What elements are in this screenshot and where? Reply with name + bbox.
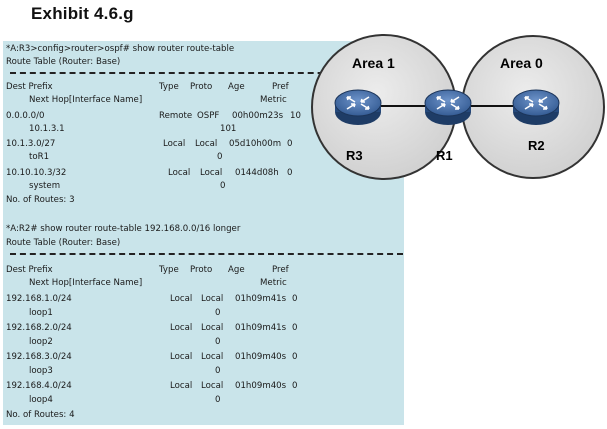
terminal-output-panel: *A:R3>config>router>ospf# show router ro… [3, 41, 404, 425]
command-prompt: *A:R3>config>router>ospf# show router ro… [6, 44, 235, 54]
command-prompt: *A:R2# show router route-table 192.168.0… [6, 224, 241, 234]
route-proto: Local [201, 381, 224, 391]
route-pref: 0 [292, 323, 298, 333]
route-pref: 0 [292, 294, 298, 304]
route-next-hop: loop1 [29, 308, 53, 318]
route-metric: 0 [217, 152, 223, 162]
route-table-title: Route Table (Router: Base) [6, 57, 121, 67]
route-type: Local [170, 352, 193, 362]
header-dest-prefix: Dest Prefix [6, 82, 53, 92]
route-next-hop: system [29, 181, 61, 191]
header-type: Type [159, 265, 179, 275]
route-age: 00h00m23s [232, 111, 284, 121]
route-type: Local [170, 381, 193, 391]
route-next-hop: loop2 [29, 337, 53, 347]
route-type: Remote [159, 111, 193, 121]
route-prefix: 192.168.2.0/24 [6, 323, 72, 333]
route-pref: 0 [292, 381, 298, 391]
route-age: 01h09m40s [235, 381, 287, 391]
route-proto: Local [200, 168, 223, 178]
route-age: 05d10h00m [229, 139, 282, 149]
header-pref: Pref [272, 82, 289, 92]
route-table-title: Route Table (Router: Base) [6, 238, 121, 248]
header-next-hop: Next Hop[Interface Name] [29, 95, 143, 105]
header-next-hop: Next Hop[Interface Name] [29, 278, 143, 288]
route-next-hop: 10.1.3.1 [29, 124, 65, 134]
route-metric: 0 [215, 308, 221, 318]
router-r1-icon [424, 89, 472, 125]
header-proto: Proto [190, 82, 213, 92]
route-prefix: 192.168.1.0/24 [6, 294, 72, 304]
area-0-label: Area 0 [500, 55, 543, 71]
route-age: 01h09m41s [235, 323, 287, 333]
route-pref: 0 [287, 168, 293, 178]
route-type: Local [163, 139, 186, 149]
route-pref: 0 [287, 139, 293, 149]
header-proto: Proto [190, 265, 213, 275]
route-pref: 0 [292, 352, 298, 362]
route-prefix: 10.1.3.0/27 [6, 139, 56, 149]
route-metric: 0 [215, 395, 221, 405]
route-metric: 0 [215, 366, 221, 376]
route-proto: Local [195, 139, 218, 149]
header-dest-prefix: Dest Prefix [6, 265, 53, 275]
route-count: No. of Routes: 4 [6, 410, 75, 420]
route-next-hop: toR1 [29, 152, 50, 162]
route-prefix: 192.168.4.0/24 [6, 381, 72, 391]
route-prefix: 192.168.3.0/24 [6, 352, 72, 362]
route-count: No. of Routes: 3 [6, 195, 75, 205]
route-type: Local [170, 323, 193, 333]
route-type: Local [168, 168, 191, 178]
route-proto: Local [201, 323, 224, 333]
header-age: Age [228, 82, 245, 92]
route-proto: Local [201, 352, 224, 362]
route-age: 0144d08h [235, 168, 279, 178]
route-next-hop: loop4 [29, 395, 53, 405]
route-prefix: 0.0.0.0/0 [6, 111, 45, 121]
router-r1-label: R1 [436, 148, 453, 163]
route-proto: Local [201, 294, 224, 304]
separator-line [10, 253, 403, 255]
router-r2-icon [512, 89, 560, 125]
header-pref: Pref [272, 265, 289, 275]
separator-line [10, 72, 403, 74]
area-0-region [461, 35, 605, 179]
header-metric: Metric [260, 278, 287, 288]
route-age: 01h09m40s [235, 352, 287, 362]
route-pref: 10 [290, 111, 301, 121]
route-prefix: 10.10.10.3/32 [6, 168, 67, 178]
route-metric: 101 [220, 124, 237, 134]
header-metric: Metric [260, 95, 287, 105]
route-age: 01h09m41s [235, 294, 287, 304]
header-age: Age [228, 265, 245, 275]
route-proto: OSPF [197, 111, 220, 121]
route-metric: 0 [215, 337, 221, 347]
route-metric: 0 [220, 181, 226, 191]
route-type: Local [170, 294, 193, 304]
header-type: Type [159, 82, 179, 92]
exhibit-title: Exhibit 4.6.g [31, 4, 134, 23]
router-r2-label: R2 [528, 138, 545, 153]
route-next-hop: loop3 [29, 366, 53, 376]
